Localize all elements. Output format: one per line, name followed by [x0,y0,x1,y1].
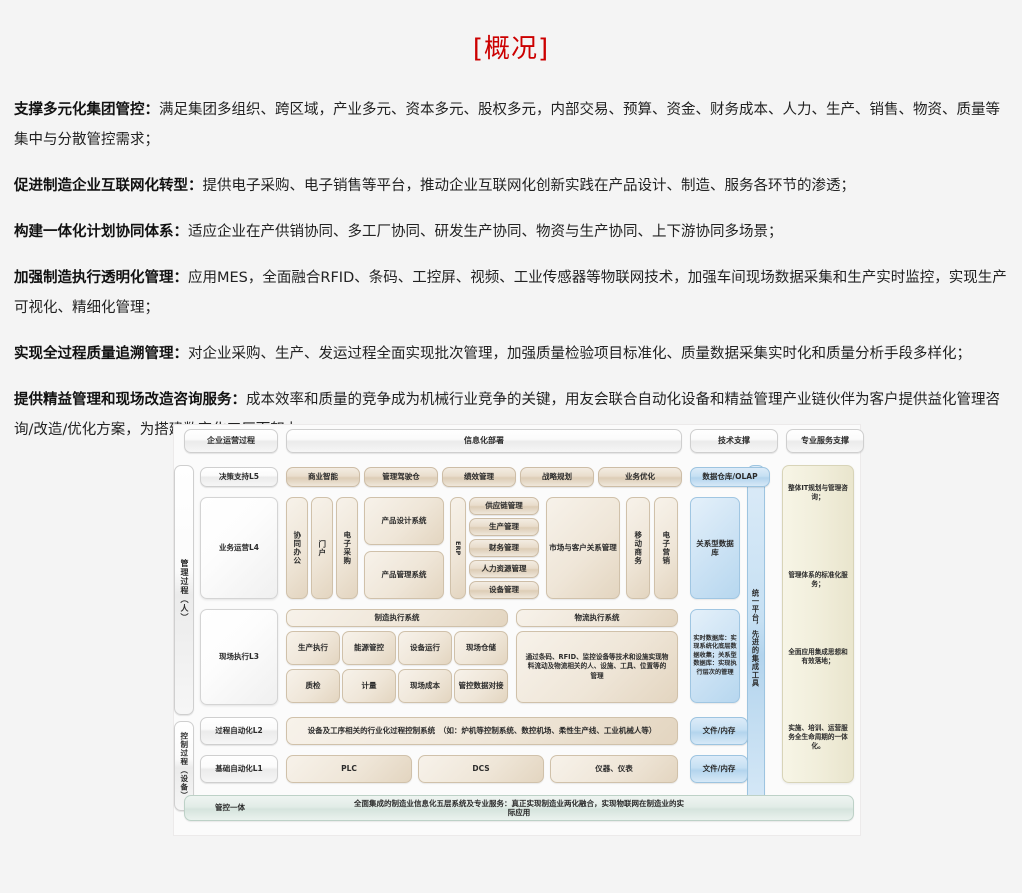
module-portal[interactable]: 门户 [311,497,333,599]
module-financial-management[interactable]: 财务管理 [469,539,539,557]
module-logistics-description[interactable]: 通过条码、RFID、监控设备等技术和设施实现物料流动及物流相关的人、设施、工具、… [516,631,678,703]
column-header-pro-service: 专业服务支撑 [786,429,864,453]
paragraph-5: 实现全过程质量追溯管理：对企业采购、生产、发运过程全面实现批次管理，加强质量检验… [14,339,1008,369]
module-equipment-operation[interactable]: 设备运行 [398,631,452,665]
module-equipment-management[interactable]: 设备管理 [469,581,539,599]
paragraph-5-lead: 实现全过程质量追溯管理： [14,346,188,362]
paragraph-5-body: 对企业采购、生产、发运过程全面实现批次管理，加强质量检验项目标准化、质量数据采集… [188,346,971,362]
paragraph-3: 构建一体化计划协同体系：适应企业在产供销协同、多工厂协同、研发生产协同、物资与生… [14,217,1008,247]
paragraph-4-body: 应用MES，全面融合RFID、条码、工控屏、视频、工业传感器等物联网技术，加强车… [14,270,1007,316]
paragraph-2-body: 提供电子采购、电子销售等平台，推动企业互联网化创新实践在产品设计、制造、服务各环… [202,178,856,194]
side-label-management-process: 管理过程（人） [174,465,194,715]
module-quality-inspection[interactable]: 质检 [286,669,340,703]
column-header-tech-support: 技术支撑 [690,429,778,453]
side-label-control-process: 控制过程（设备） [174,721,194,811]
header-mes: 制造执行系统 [286,609,508,627]
pro-service-column: 整体IT规划与管理咨询； 管理体系的标准化服务； 全面应用集成思想和有效落地； … [782,465,854,783]
level-label-l5: 决策支持L5 [200,467,278,487]
pro-service-item-3: 全面应用集成思想和有效落地； [788,648,848,666]
module-strategic-planning[interactable]: 战略规划 [520,467,594,487]
paragraph-2: 促进制造企业互联网化转型：提供电子采购、电子销售等平台，推动企业互联网化创新实践… [14,171,1008,201]
module-metering[interactable]: 计量 [342,669,396,703]
module-business-intelligence[interactable]: 商业智能 [286,467,360,487]
module-dcs[interactable]: DCS [418,755,544,783]
header-logistics-execution: 物流执行系统 [516,609,678,627]
module-file-memory-l1[interactable]: 文件/内存 [690,755,748,783]
module-site-warehousing[interactable]: 现场仓储 [454,631,508,665]
module-product-management-system[interactable]: 产品管理系统 [364,551,444,599]
pro-service-item-2: 管理体系的标准化服务； [788,571,848,589]
module-collaborative-office[interactable]: 协同办公 [286,497,308,599]
module-control-data-interface[interactable]: 管控数据对接 [454,669,508,703]
paragraph-6-lead: 提供精益管理和现场改造咨询服务： [14,392,246,408]
summary-bar: 管控一体 全面集成的制造业信息化五层系统及专业服务：真正实现制造业两化融合，实现… [184,795,854,821]
module-business-optimization[interactable]: 业务优化 [598,467,682,487]
module-supply-chain-management[interactable]: 供应链管理 [469,497,539,515]
pro-service-item-1: 整体IT规划与管理咨询； [788,484,848,502]
paragraph-1-body: 满足集团多组织、跨区域，产业多元、资本多元、股权多元，内部交易、预算、资金、财务… [14,102,1000,148]
level-label-l3: 现场执行L3 [200,609,278,705]
paragraph-1-lead: 支撑多元化集团管控： [14,102,159,118]
module-site-cost[interactable]: 现场成本 [398,669,452,703]
module-production-execution[interactable]: 生产执行 [286,631,340,665]
module-instruments[interactable]: 仪器、仪表 [550,755,678,783]
paragraph-6: 提供精益管理和现场改造咨询服务：成本效率和质量的竞争成为机械行业竞争的关键，用友… [14,385,1008,445]
module-erp-label: ERP [450,497,466,599]
module-management-cockpit[interactable]: 管理驾驶仓 [364,467,438,487]
module-data-warehouse-olap[interactable]: 数据仓库/OLAP [690,467,770,487]
module-e-procurement[interactable]: 电子采购 [336,497,358,599]
module-performance-management[interactable]: 绩效管理 [442,467,516,487]
module-energy-control[interactable]: 能源管控 [342,631,396,665]
level-label-l4: 业务运营L4 [200,497,278,599]
module-plc[interactable]: PLC [286,755,412,783]
paragraph-4: 加强制造执行透明化管理：应用MES，全面融合RFID、条码、工控屏、视频、工业传… [14,263,1008,323]
level-label-l1: 基础自动化L1 [200,755,278,783]
module-product-design-system[interactable]: 产品设计系统 [364,497,444,545]
module-realtime-database[interactable]: 实时数据库：实现系统化底层数据收集；关系型数据库：实现执行层次的管理 [690,609,740,703]
module-e-marketing[interactable]: 电子营销 [654,497,678,599]
level-label-l2: 过程自动化L2 [200,717,278,745]
column-header-informatization: 信息化部署 [286,429,682,453]
overview-text-block: 支撑多元化集团管控：满足集团多组织、跨区域，产业多元、资本多元、股权多元，内部交… [0,65,1022,445]
module-relational-database[interactable]: 关系型数据库 [690,497,740,599]
summary-left-label: 管控一体 [215,803,245,813]
module-market-customer-relationship[interactable]: 市场与客户关系管理 [546,497,620,599]
paragraph-3-lead: 构建一体化计划协同体系： [14,224,188,240]
pro-service-item-4: 实施、培训、运营服务全生命周期的一体化。 [788,724,848,751]
paragraph-1: 支撑多元化集团管控：满足集团多组织、跨区域，产业多元、资本多元、股权多元，内部交… [14,95,1008,155]
page-title: [概况] [472,34,550,64]
architecture-diagram: 企业运营过程 信息化部署 技术支撑 专业服务支撑 管理过程（人） 控制过程（设备… [173,424,864,836]
module-file-memory-l2[interactable]: 文件/内存 [690,717,748,745]
module-mobile-commerce[interactable]: 移动商务 [626,497,650,599]
paragraph-2-lead: 促进制造企业互联网化转型： [14,178,203,194]
summary-text: 全面集成的制造业信息化五层系统及专业服务：真正实现制造业两化融合，实现物联网在制… [354,798,684,817]
side-label-unified-platform: 统一平台，先进的集成工具 [747,465,765,811]
column-header-operations: 企业运营过程 [184,429,278,453]
module-production-management[interactable]: 生产管理 [469,518,539,536]
module-process-control-system[interactable]: 设备及工序相关的行业化过程控制系统 （如：炉机等控制系统、数控机场、柔性生产线、… [286,717,678,745]
module-hr-management[interactable]: 人力资源管理 [469,560,539,578]
paragraph-3-body: 适应企业在产供销协同、多工厂协同、研发生产协同、物资与生产协同、上下游协同多场景… [188,224,783,240]
paragraph-4-lead: 加强制造执行透明化管理： [14,270,188,286]
